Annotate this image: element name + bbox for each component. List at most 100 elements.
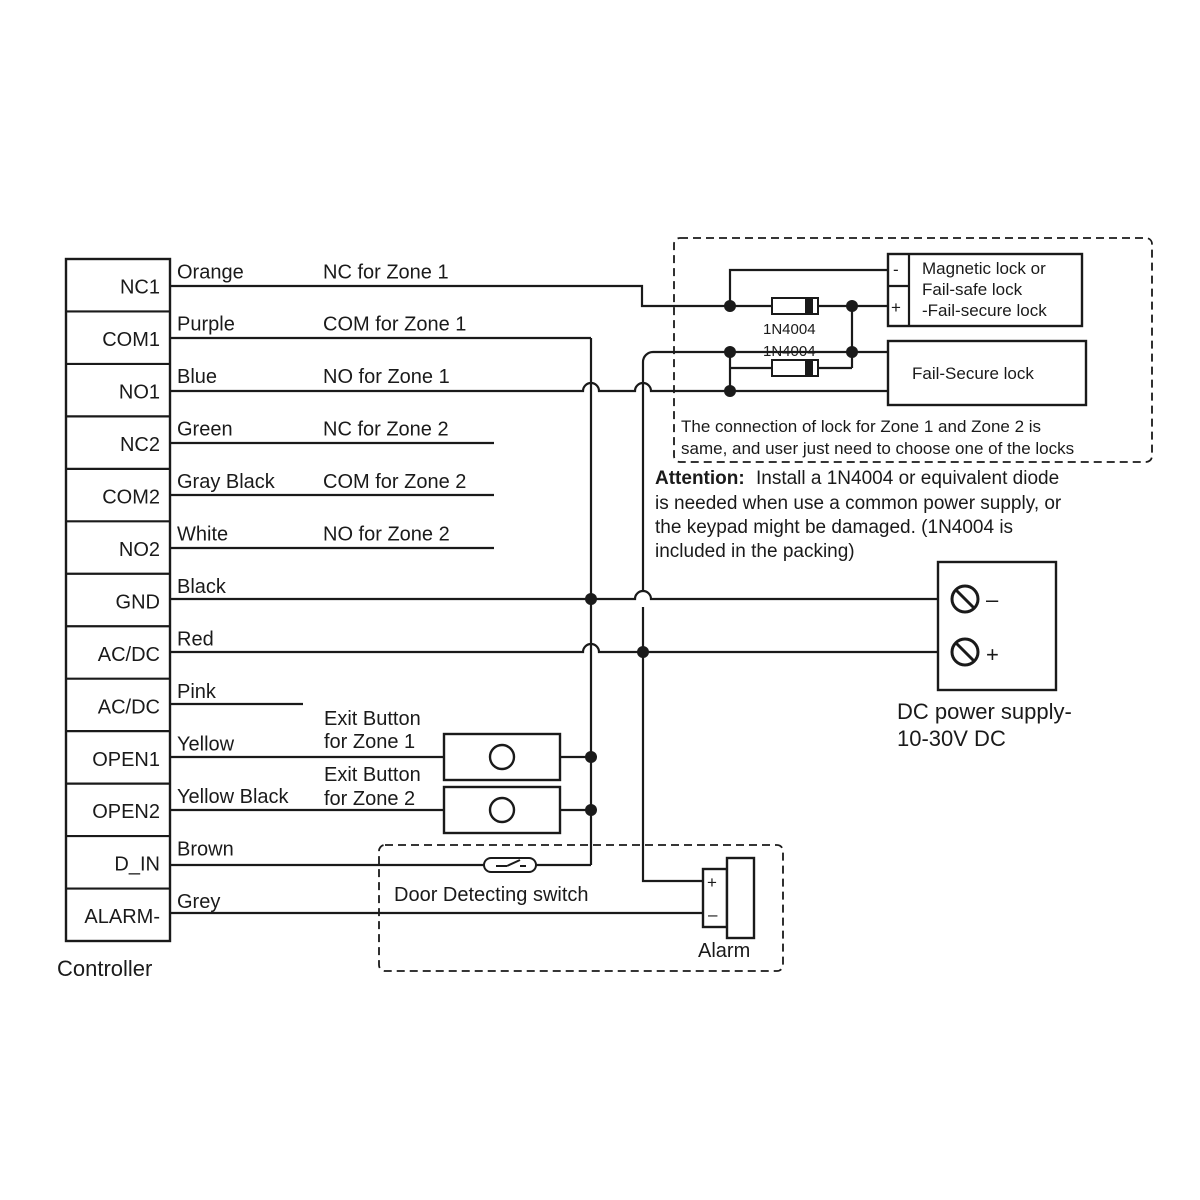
exit-button-2-label-2: for Zone 2 (324, 788, 415, 810)
terminal-dividers (66, 310, 170, 890)
screw-terminal-icon (950, 584, 980, 614)
wire-color-label: Yellow (177, 733, 235, 755)
diode2-wire (728, 352, 888, 393)
alarm-body (725, 856, 756, 940)
wire-function-label: NC for Zone 2 (323, 419, 449, 441)
fail-secure-lock-box (886, 339, 1088, 407)
attention-title: Attention: (655, 468, 745, 489)
svg-text:Attention: Install a 1N4: Attention: Install a 1N4004 or equivalen… (655, 468, 1059, 489)
terminal-labels: NC1COM1NO1NC2COM2NO2GNDAC/DCAC/DCOPEN1OP… (84, 277, 160, 929)
magnetic-lock-minus: - (893, 260, 899, 279)
wire-function-label: NO for Zone 2 (323, 524, 450, 546)
wire-function-label: COM for Zone 2 (323, 471, 466, 493)
wire-color-label: Grey (177, 891, 220, 913)
magnetic-lock-line-2: Fail-safe lock (922, 280, 1023, 299)
wire-no1 (170, 381, 730, 393)
door-alarm-region: Door Detecting switch + – Alarm (378, 844, 784, 972)
wire-function-label: COM for Zone 1 (323, 314, 466, 336)
fail-secure-lock-label: Fail-Secure lock (912, 364, 1034, 383)
push-button-icon (488, 743, 516, 771)
wiring (170, 284, 952, 915)
wire-acdc (170, 642, 952, 654)
terminal-label: NC2 (120, 434, 160, 456)
screw-terminal-icon (950, 637, 980, 667)
junction-dot (585, 751, 597, 763)
terminal-label: GND (116, 591, 160, 613)
attention-line-2: is needed when use a common power supply… (655, 493, 1062, 514)
wire-color-label: Green (177, 419, 233, 441)
wire-labels: Orange NC for Zone 1 Purple COM for Zone 1 B… (177, 261, 466, 913)
wire-color-label: Yellow Black (177, 786, 290, 808)
attention-notice: Attention: Install a 1N4004 or equivalen… (655, 468, 1062, 562)
diode-icon (771, 359, 819, 377)
alarm-terminal-block (701, 867, 729, 929)
magnetic-lock-line-3: -Fail-secure lock (922, 301, 1047, 320)
power-bus (641, 350, 852, 883)
diode1-label: 1N4004 (763, 321, 816, 338)
power-supply-label-1: DC power supply- (897, 699, 1072, 724)
terminal-label: D_IN (114, 854, 160, 876)
wire-nc1 (170, 284, 730, 308)
exit-button-zone-2: Exit Button for Zone 2 (324, 764, 562, 835)
terminal-label: COM1 (102, 329, 160, 351)
lock-note-line-2: same, and user just need to choose one o… (681, 439, 1074, 458)
diode2-label: 1N4004 (763, 343, 816, 360)
junction-dot (585, 804, 597, 816)
wire-color-label: Red (177, 629, 214, 651)
attention-line-1: Install a 1N4004 or equivalent diode (756, 468, 1059, 489)
junction-dots (585, 300, 858, 816)
wire-color-label: White (177, 524, 228, 546)
attention-line-4: included in the packing) (655, 541, 855, 562)
lock-region: - + Magnetic lock or Fail-safe lock -Fai… (673, 237, 1153, 463)
magnetic-lock-plus: + (891, 298, 901, 317)
lock-dashed-frame (673, 237, 1153, 463)
power-supply-box (936, 560, 1058, 692)
power-supply-plus: + (986, 642, 999, 667)
alarm-minus: – (708, 905, 718, 924)
wire-color-label: Purple (177, 314, 235, 336)
wire-color-label: Orange (177, 261, 244, 283)
junction-dot (724, 385, 736, 397)
alarm-label: Alarm (698, 940, 750, 962)
terminal-label: COM2 (102, 486, 160, 508)
wire-function-label: NC for Zone 1 (323, 261, 449, 283)
junction-dot (585, 593, 597, 605)
push-button-icon (488, 796, 516, 824)
magnetic-lock-box (886, 252, 1084, 328)
door-alarm-dashed-frame (378, 844, 784, 972)
power-supply-label-2: 10-30V DC (897, 726, 1006, 751)
terminal-label: ALARM- (84, 906, 160, 928)
wire-gnd (170, 589, 952, 601)
terminal-label: OPEN2 (92, 801, 160, 823)
wire-color-label: Pink (177, 681, 217, 703)
wire-color-label: Brown (177, 838, 234, 860)
controller-label: Controller (57, 956, 152, 981)
junction-dot (724, 346, 736, 358)
magnetic-lock-line-1: Magnetic lock or (922, 259, 1046, 278)
exit-button-1-label-1: Exit Button (324, 708, 421, 730)
wire-color-label: Gray Black (177, 471, 276, 493)
door-switch-label: Door Detecting switch (394, 884, 589, 906)
controller-outline (64, 257, 172, 943)
terminal-label: NC1 (120, 277, 160, 299)
lock-wire-minus (728, 268, 888, 306)
diode-icon (771, 297, 819, 315)
junction-dot (637, 646, 649, 658)
junction-dot (846, 300, 858, 312)
wire-color-label: Blue (177, 366, 217, 388)
power-supply-minus: – (986, 587, 999, 612)
reed-switch-icon (483, 857, 537, 873)
alarm-device: + – Alarm (698, 856, 756, 962)
dc-power-supply: – + DC power supply- 10-30V DC (897, 560, 1072, 751)
terminal-label: AC/DC (98, 696, 160, 718)
controller-block: NC1COM1NO1NC2COM2NO2GNDAC/DCAC/DCOPEN1OP… (57, 257, 172, 981)
exit-button-zone-1: Exit Button for Zone 1 (324, 708, 562, 782)
junction-dot (846, 346, 858, 358)
exit-button-2-label-1: Exit Button (324, 764, 421, 786)
terminal-label: NO1 (119, 382, 160, 404)
wire-color-label: Black (177, 576, 227, 598)
terminal-label: OPEN1 (92, 749, 160, 771)
wire-function-label: NO for Zone 1 (323, 366, 450, 388)
alarm-plus: + (707, 873, 717, 892)
